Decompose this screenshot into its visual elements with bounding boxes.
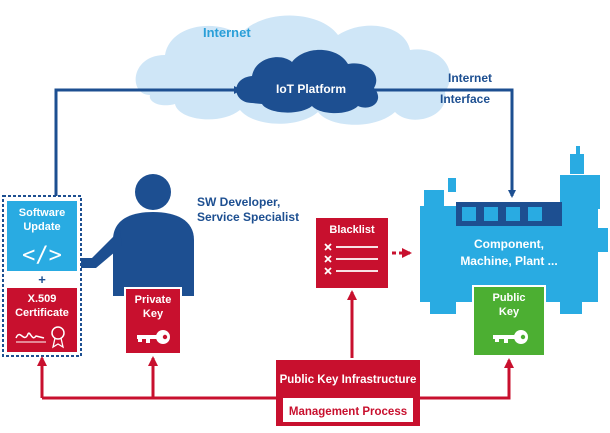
certificate-line1: X.509 (28, 293, 57, 305)
iot-platform-label: IoT Platform (276, 82, 346, 96)
pki-distribution-lines (37, 290, 514, 400)
private-key-box[interactable]: Private Key (124, 287, 182, 355)
developer-label-line2: Service Specialist (197, 210, 299, 224)
blacklist-box[interactable]: Blacklist (316, 218, 388, 288)
internet-interface-line2: Interface (440, 92, 490, 106)
developer-label: SW Developer, Service Specialist (197, 195, 299, 224)
certificate-line2: Certificate (15, 307, 69, 319)
platform-to-component-arrow (374, 88, 516, 198)
iot-platform[interactable]: IoT Platform (236, 49, 379, 114)
private-key-line2: Key (143, 308, 164, 320)
code-icon: </> (22, 243, 62, 268)
software-update-line1: Software (19, 207, 65, 219)
list-x-icon (324, 243, 378, 275)
software-update-box[interactable]: Software Update </> (7, 201, 77, 271)
plus-sign: + (38, 272, 46, 287)
public-key-line1: Public (492, 292, 525, 304)
signature-seal-icon (15, 326, 65, 349)
component-label-line2: Machine, Plant ... (460, 254, 557, 268)
update-to-platform-arrow (54, 86, 242, 196)
software-update-line2: Update (23, 221, 60, 233)
key-icon (137, 330, 170, 344)
public-key-line2: Key (499, 306, 520, 318)
blacklist-label: Blacklist (329, 224, 375, 236)
pki-label: Public Key Infrastructure (280, 374, 417, 386)
component-label-line1: Component, (474, 237, 544, 251)
management-process-label: Management Process (289, 406, 407, 418)
developer-person-icon (78, 174, 194, 296)
key-icon (493, 330, 528, 344)
private-key-line1: Private (135, 294, 172, 306)
public-key-box[interactable]: Public Key (472, 285, 546, 357)
developer-label-line1: SW Developer, (197, 195, 280, 209)
internet-interface-line1: Internet (448, 71, 492, 85)
certificate-box[interactable]: X.509 Certificate (7, 288, 77, 352)
internet-interface-label: Internet Interface (440, 71, 492, 106)
pki-box[interactable]: Public Key Infrastructure Management Pro… (276, 360, 420, 426)
internet-label: Internet (203, 25, 251, 40)
machine-icon[interactable]: Component, Machine, Plant ... (420, 146, 608, 314)
